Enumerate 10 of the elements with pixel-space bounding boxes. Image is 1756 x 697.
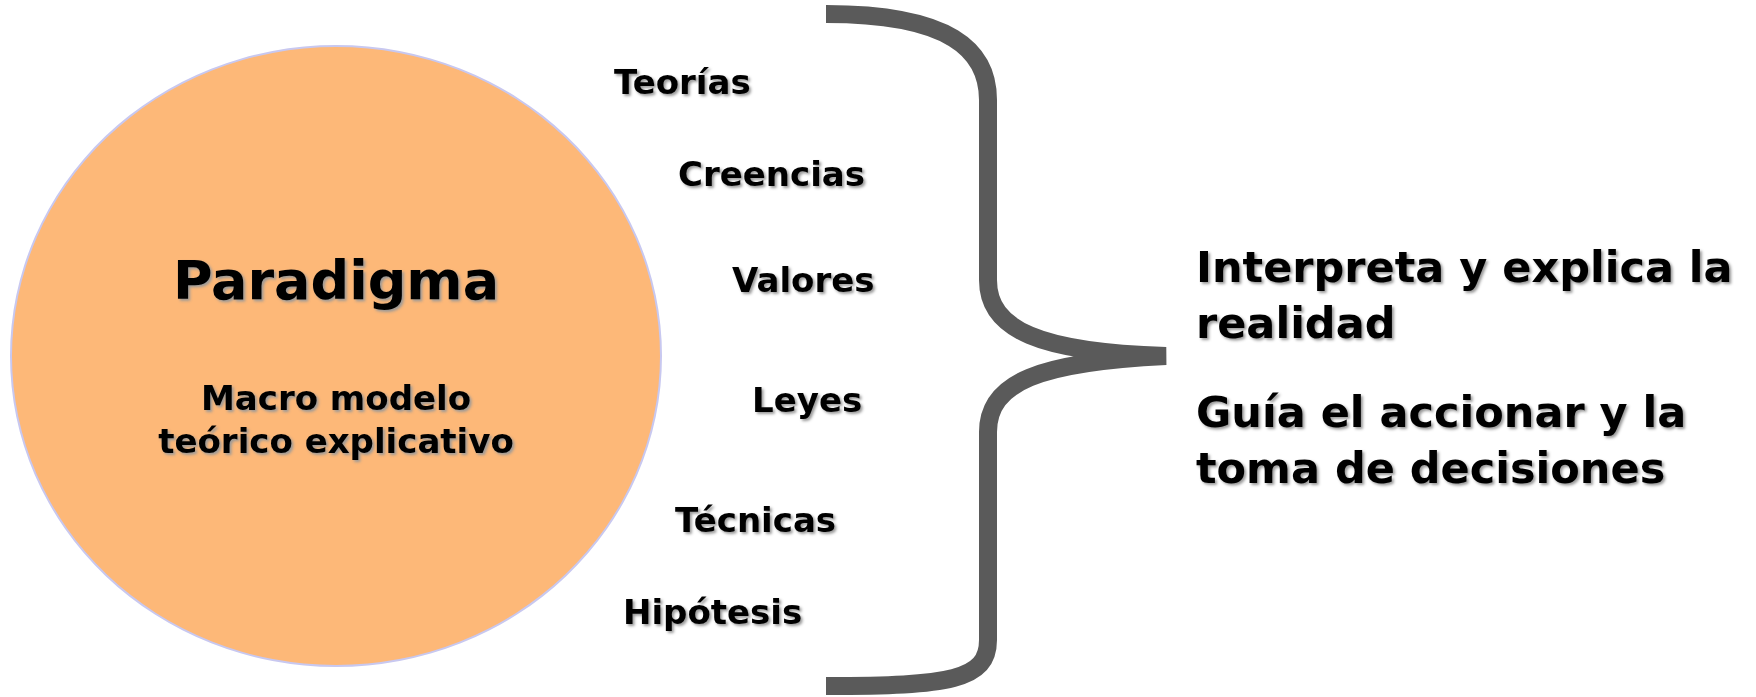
title-text: Paradigma bbox=[171, 248, 501, 314]
list-item-text: Valores bbox=[732, 259, 876, 302]
list-item-text: Creencias bbox=[678, 153, 867, 196]
statement-text: Guía el accionar y la toma de decisiones bbox=[1196, 386, 1688, 495]
list-item-text: Leyes bbox=[752, 379, 864, 422]
list-item-text: Teorías bbox=[614, 61, 752, 104]
list-item-text: Hipótesis bbox=[623, 591, 804, 634]
subtitle-text: Macro modelo teórico explicativo bbox=[157, 377, 515, 462]
list-item-text: Técnicas bbox=[675, 499, 838, 542]
statement-text: Interpreta y explica la realidad bbox=[1196, 241, 1734, 350]
